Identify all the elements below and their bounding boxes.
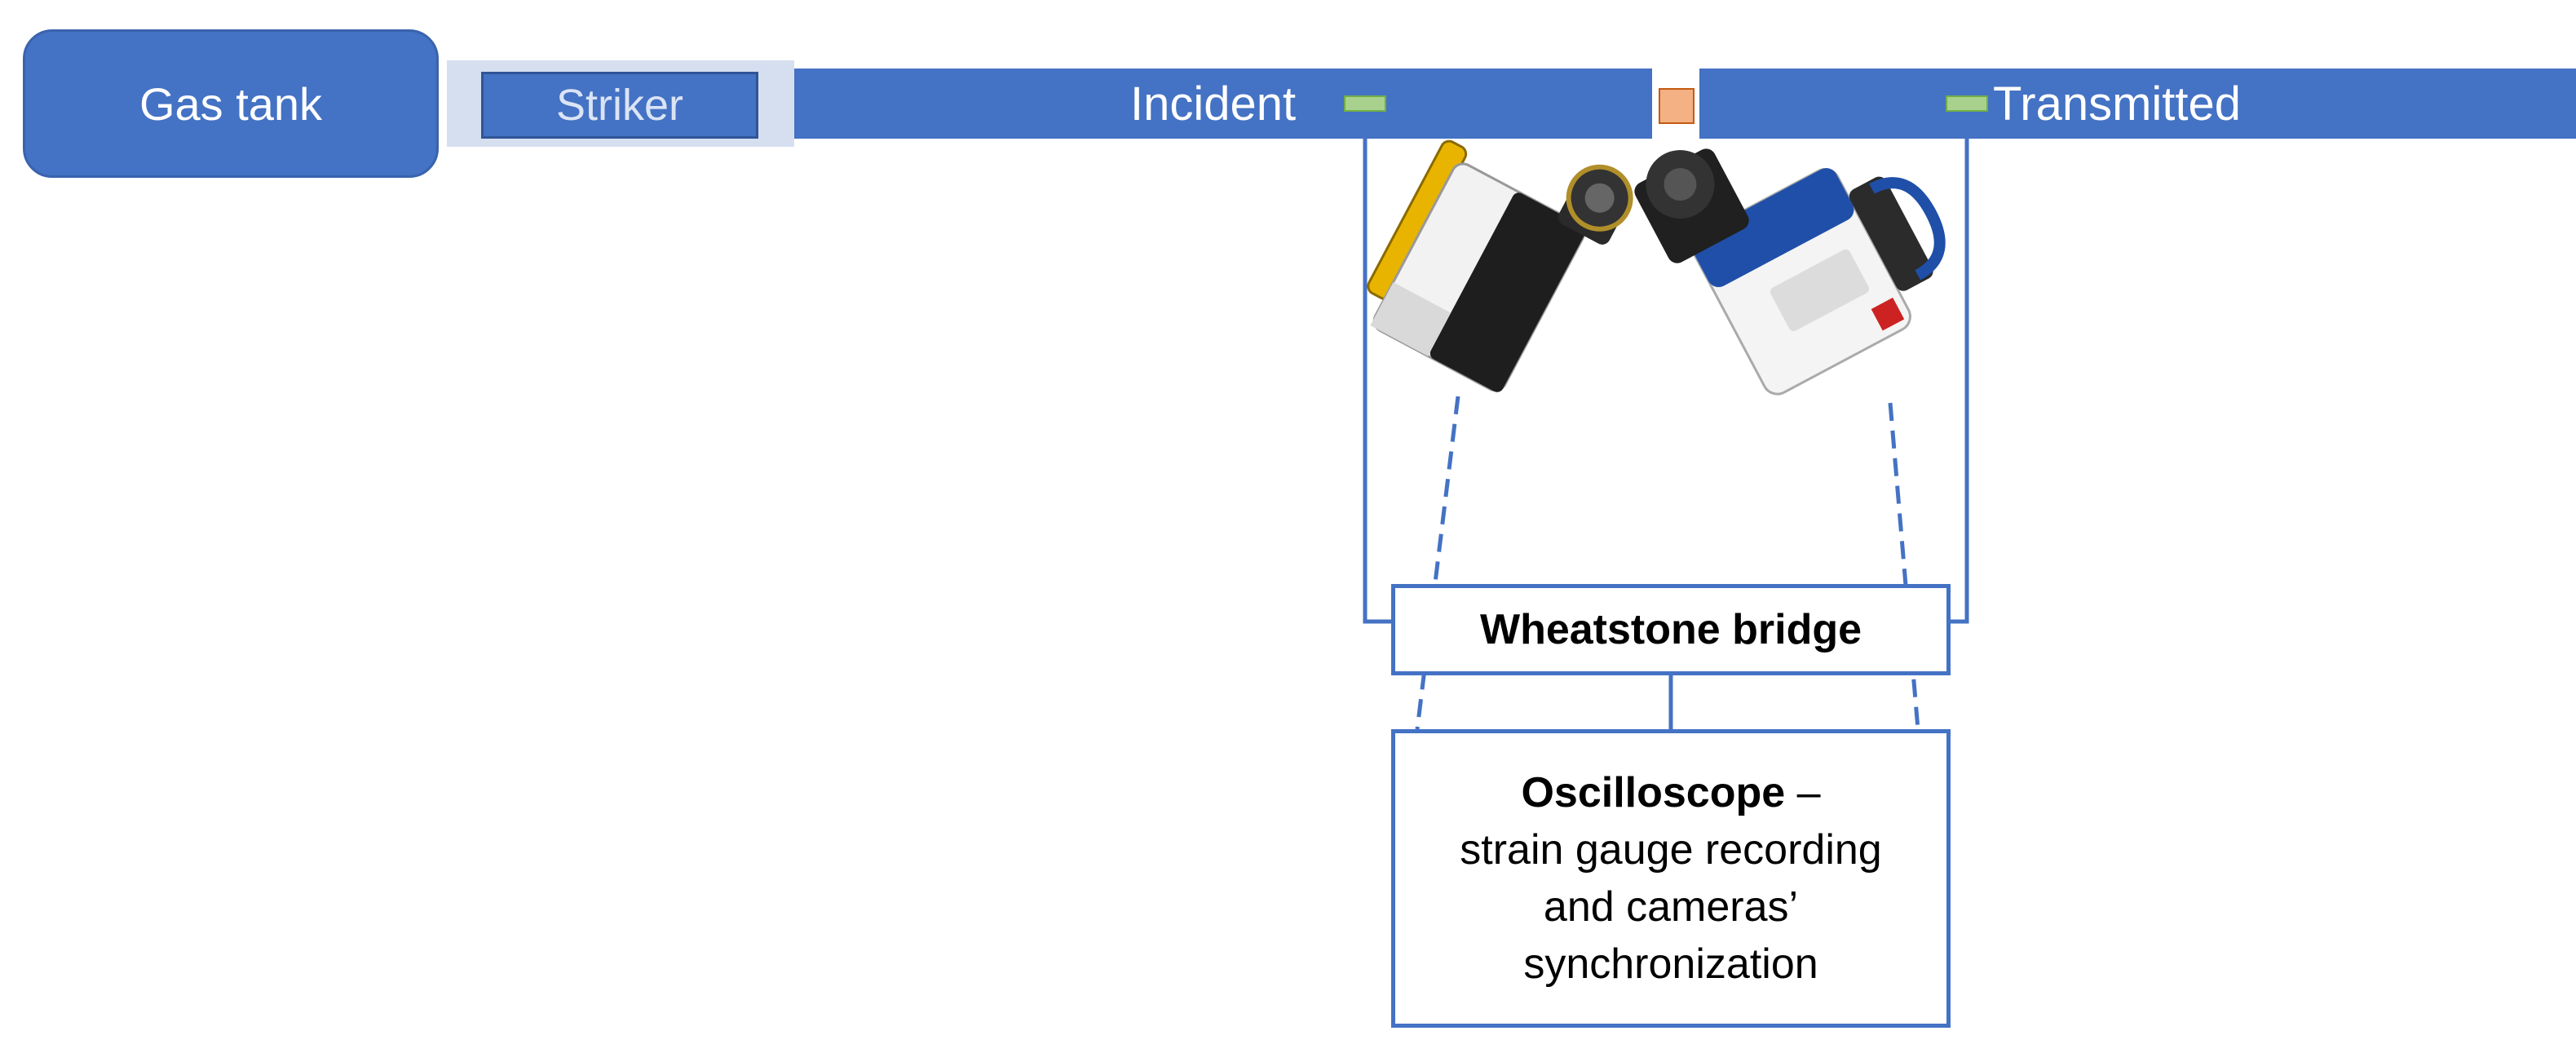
right-camera-sync-cable: [1888, 402, 1920, 730]
oscilloscope-line-3: synchronization: [1523, 940, 1818, 988]
gas-tank: Gas tank: [23, 29, 439, 178]
oscilloscope-line-2: and cameras’: [1543, 883, 1799, 931]
left-camera-sync-cable: [1415, 396, 1460, 730]
incident-label: Incident: [1130, 77, 1297, 131]
transmitted-strain-gauge: [1946, 95, 1988, 112]
striker-label: Striker: [555, 81, 683, 130]
oscilloscope-dash: –: [1785, 769, 1821, 816]
left-high-speed-camera-icon: [1367, 139, 1633, 392]
striker-bar: Striker: [481, 72, 758, 139]
incident-gauge-wire: [1363, 139, 1391, 624]
wheatstone-bridge-box: Wheatstone bridge: [1391, 584, 1951, 675]
incident-bar: [794, 69, 1652, 139]
wheatstone-label: Wheatstone bridge: [1479, 606, 1862, 653]
oscilloscope-title: Oscilloscope: [1521, 769, 1786, 816]
incident-strain-gauge: [1344, 95, 1386, 112]
specimen: [1659, 88, 1695, 124]
oscilloscope-line-1: strain gauge recording: [1460, 826, 1882, 874]
oscilloscope-box: Oscilloscope – strain gauge recording an…: [1391, 729, 1951, 1028]
transmitted-bar: [1699, 69, 2576, 139]
right-high-speed-camera-icon: [1634, 148, 1946, 396]
transmitted-label: Transmitted: [1993, 77, 2242, 131]
transmitted-gauge-wire: [1951, 139, 1969, 624]
gas-tank-label: Gas tank: [139, 77, 323, 130]
oscilloscope-title-line: Oscilloscope –: [1521, 764, 1820, 821]
